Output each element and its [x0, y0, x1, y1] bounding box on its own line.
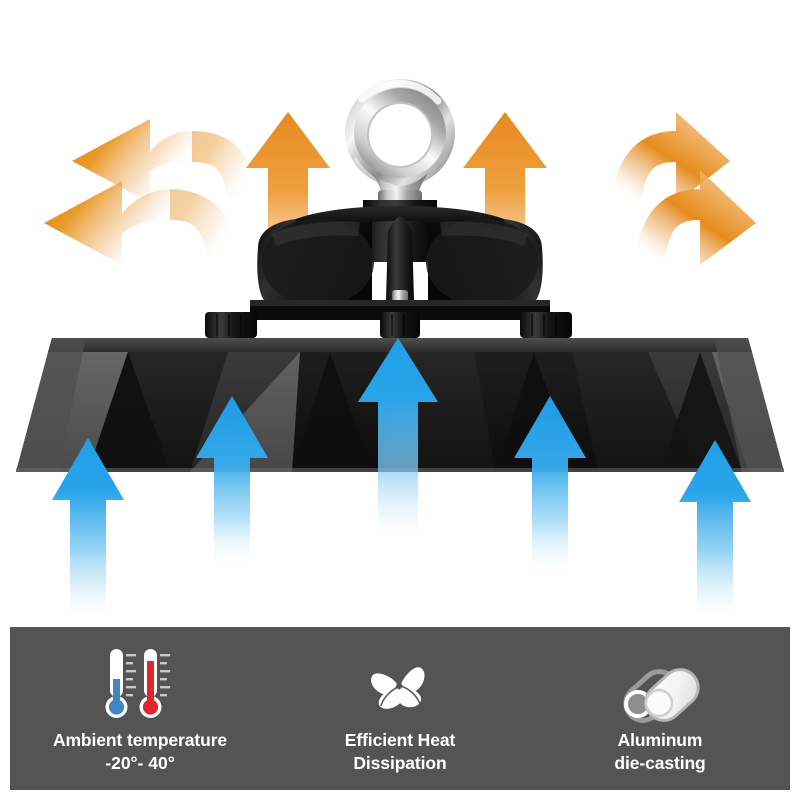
fan-blades-icon — [371, 665, 425, 709]
feature-label-heat: Efficient Heat Dissipation — [344, 730, 456, 773]
cool-air-arrow-1 — [52, 438, 124, 620]
cool-air-arrow-4 — [514, 396, 586, 578]
eye-bolt-hook — [345, 79, 455, 206]
fan-blade-separators — [377, 665, 421, 707]
hot-air-arrow-straight-right — [463, 112, 547, 300]
feature-strip: Ambient temperature -20°- 40° — [10, 627, 790, 790]
die-cast-cylinders-icon — [623, 668, 700, 723]
cool-air-arrow-3 — [358, 338, 438, 540]
cylinder-front — [644, 668, 700, 722]
fan-blades-icon-wrap — [363, 647, 437, 723]
fan-blade-group — [371, 667, 425, 709]
thermometer-cold — [105, 649, 128, 719]
hot-air-arrow-curved-right-lower — [636, 170, 756, 265]
cool-air-arrow-5 — [679, 440, 751, 620]
product-hero — [16, 79, 784, 620]
feature-label-temperature: Ambient temperature — [52, 730, 228, 751]
thermometer-icon-wrap — [101, 647, 179, 723]
feature-label-aluminum: Aluminum die-casting — [614, 730, 706, 773]
hot-air-curve-tail-left — [170, 131, 258, 256]
feature-value-temperature: -20°- 40° — [105, 752, 175, 773]
thermometer-hot — [139, 649, 162, 719]
feature-efficient-heat-dissipation[interactable]: Efficient Heat Dissipation — [270, 627, 530, 790]
driver-housing — [250, 200, 550, 320]
product-illustration — [16, 79, 784, 620]
feature-aluminum-die-casting[interactable]: Aluminum die-casting — [530, 627, 790, 790]
hot-air-arrow-curved-left-upper — [72, 119, 192, 203]
die-cast-cylinders-icon-wrap — [617, 647, 703, 723]
hot-air-arrow-straight-left — [246, 112, 330, 300]
thermometer-icon — [105, 649, 170, 719]
thermometer-cold-ticks — [126, 654, 136, 697]
hot-air-arrow-curved-left-lower — [44, 181, 170, 265]
cool-air-arrow-2 — [196, 396, 268, 570]
feature-ambient-temperature[interactable]: Ambient temperature -20°- 40° — [10, 627, 270, 790]
thermometer-hot-ticks — [160, 654, 170, 697]
mounting-posts — [205, 312, 572, 338]
